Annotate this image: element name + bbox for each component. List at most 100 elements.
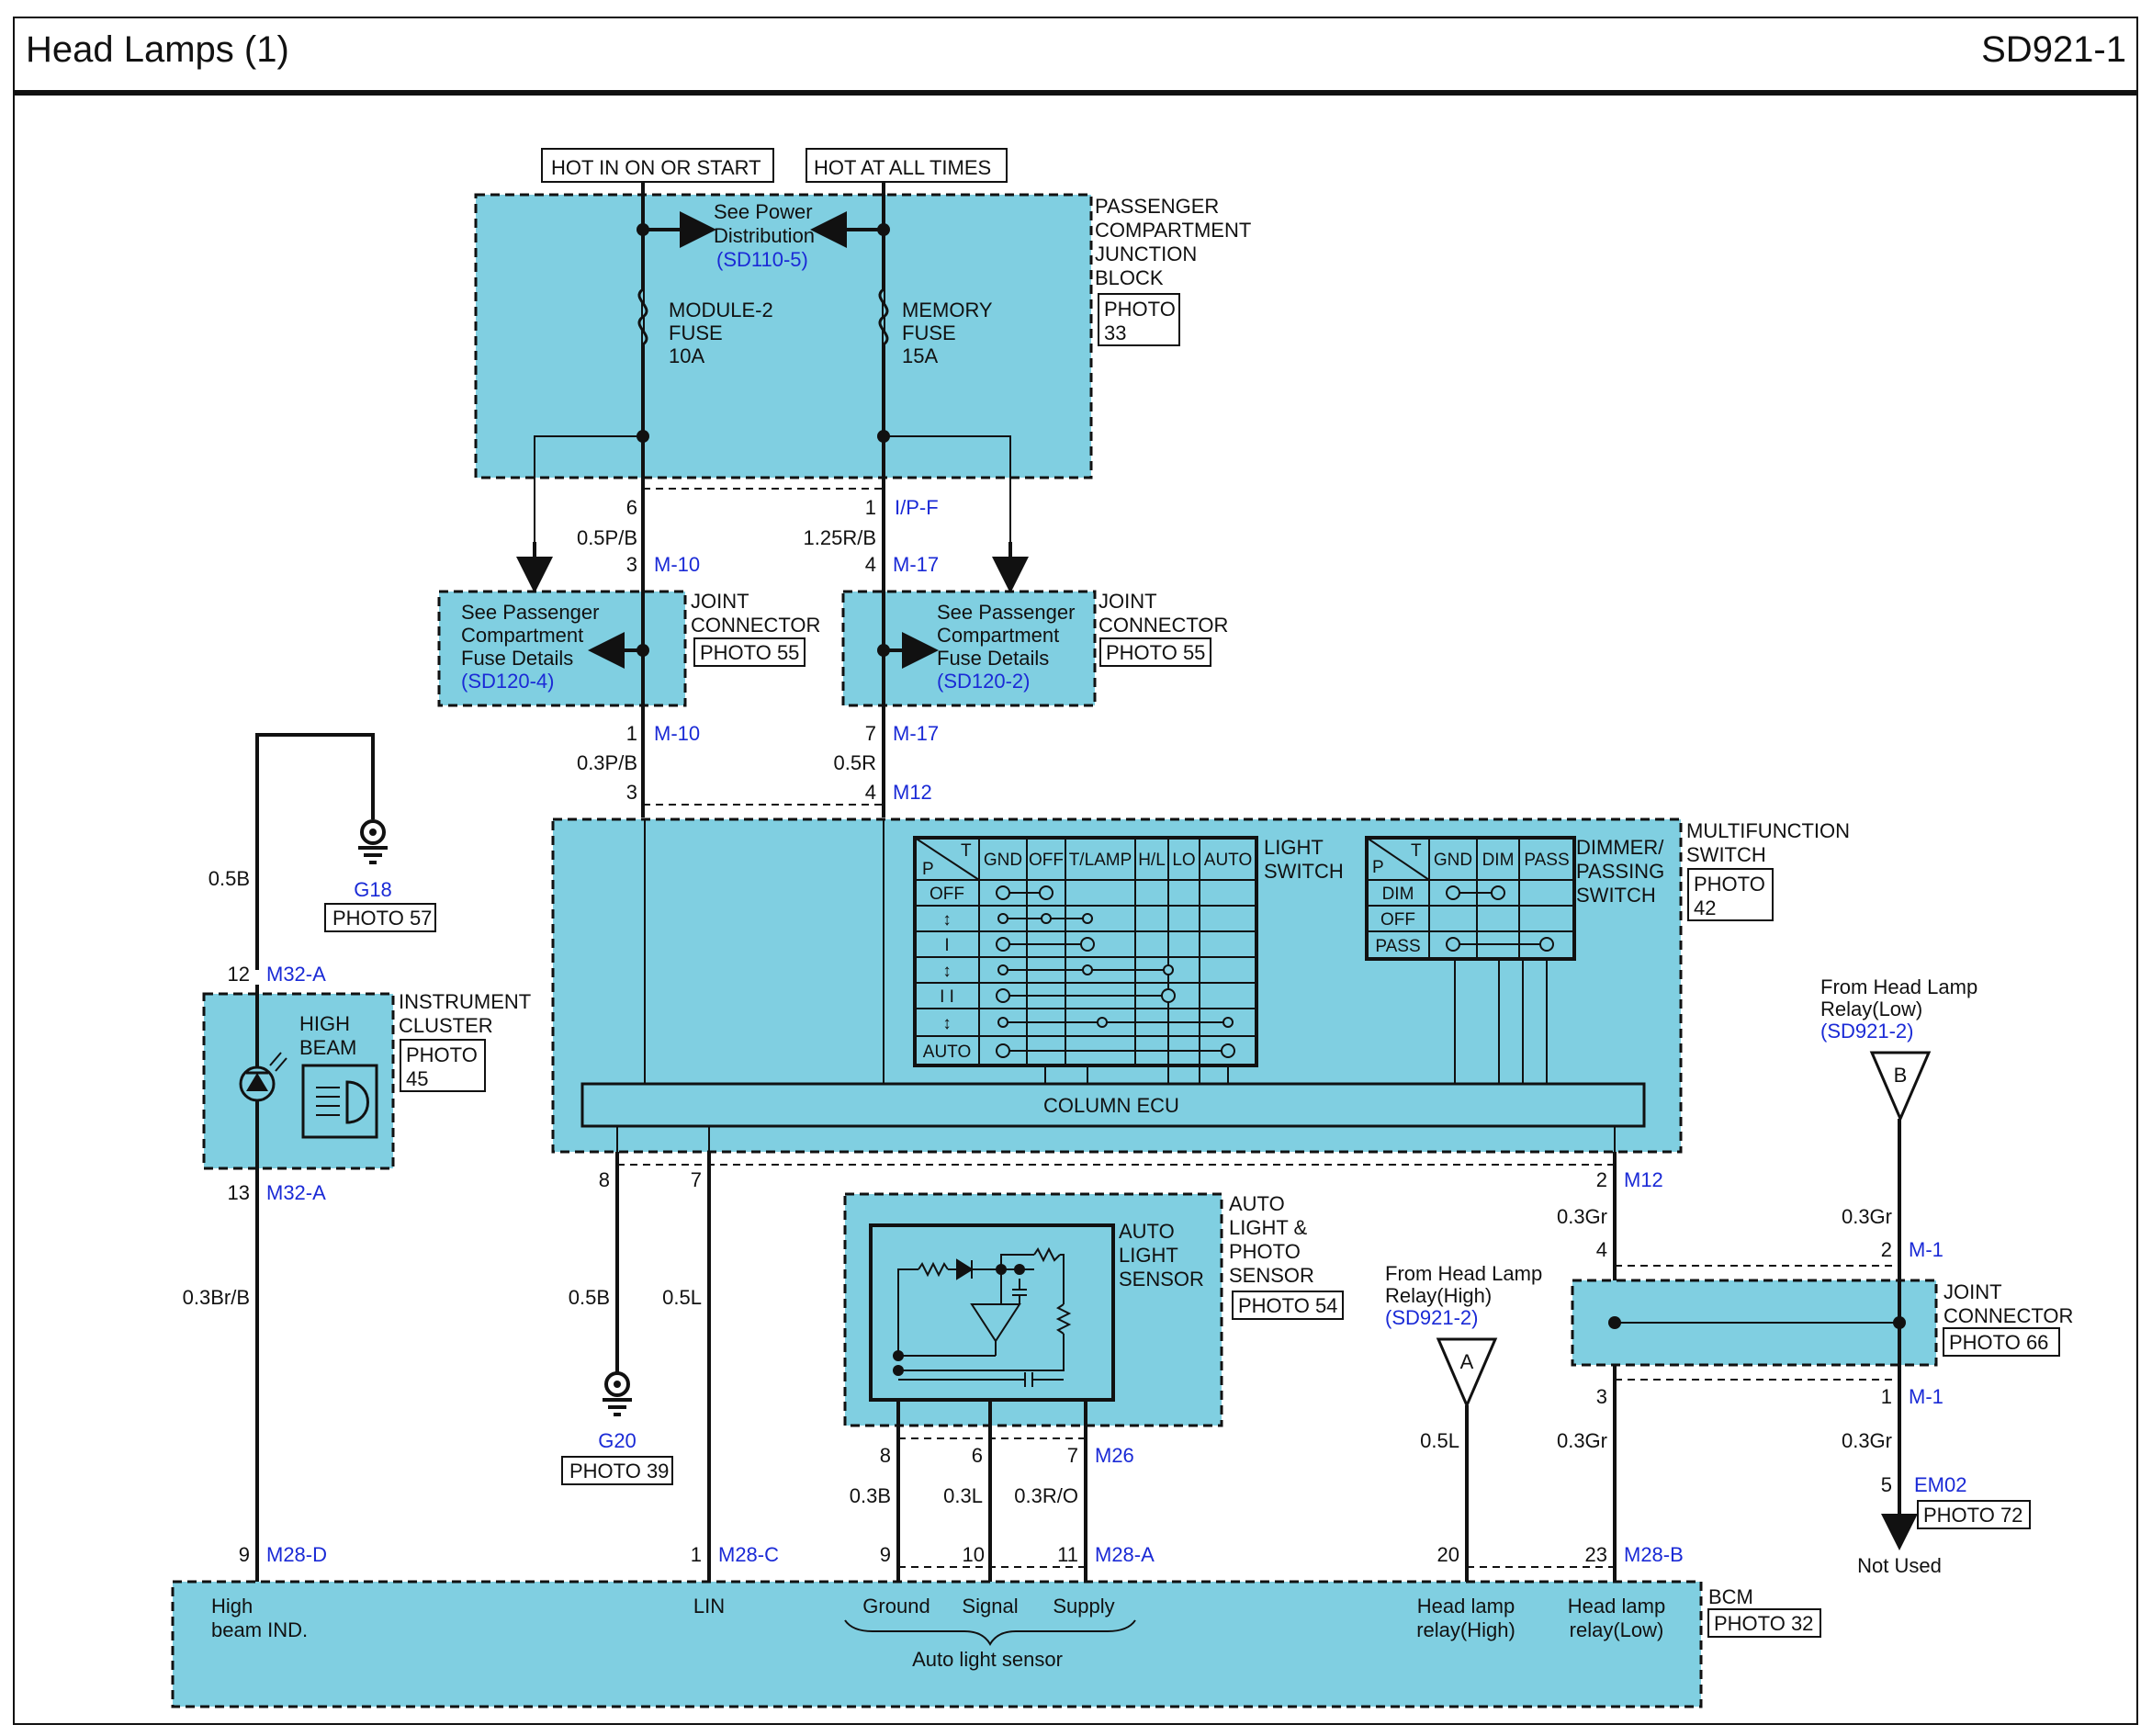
ground-g20-icon xyxy=(603,1371,632,1416)
relay-low-text-1: From Head Lamp xyxy=(1820,975,1977,998)
jc3-photo: PHOTO 66 xyxy=(1949,1331,2048,1354)
pin-jc1-top: 3 xyxy=(626,553,637,576)
wire-label-9: 0.3L xyxy=(943,1484,983,1507)
wire-label-2: 1.25R/B xyxy=(804,526,877,549)
jc2-see-3: Fuse Details xyxy=(937,647,1049,670)
light-switch-contacts xyxy=(996,885,1235,1058)
jc1-ref: (SD120-4) xyxy=(461,670,554,693)
dimmer-switch-table xyxy=(1365,836,1576,961)
column-ecu xyxy=(580,1082,1646,1128)
ds-name-2: PASSING xyxy=(1576,860,1664,883)
pin-bcm-9b: 9 xyxy=(880,1543,891,1566)
jb-photo-1: PHOTO xyxy=(1104,298,1176,321)
jc3-name-2: CONNECTOR xyxy=(1944,1304,2073,1327)
jc2-see-2: Compartment xyxy=(937,624,1059,647)
sensor-label-2: LIGHT xyxy=(1119,1244,1178,1267)
light-switch-table xyxy=(913,836,1258,1067)
marker-a-label: A xyxy=(1460,1350,1474,1373)
conn-bcm-23: M28-B xyxy=(1624,1543,1684,1566)
lamp-label-2: BEAM xyxy=(299,1036,356,1059)
bcm-high-beam-1: High xyxy=(211,1595,253,1618)
bcm-photo-box xyxy=(1707,1608,1821,1638)
fuse1-line3: 10A xyxy=(669,344,704,367)
jc1-photo: PHOTO 55 xyxy=(700,641,799,664)
page-code: SD921-1 xyxy=(1981,29,2126,70)
pin-mf-b1: 8 xyxy=(599,1168,610,1191)
sensor-label-1: AUTO xyxy=(1119,1220,1175,1243)
junction-dot xyxy=(1014,1264,1025,1275)
bcm-signal: Signal xyxy=(962,1595,1018,1618)
pin-jc3-3: 3 xyxy=(1596,1385,1607,1408)
al-name-3: PHOTO xyxy=(1229,1240,1301,1263)
junction-dot xyxy=(996,1264,1007,1275)
g20-label: G20 xyxy=(598,1429,637,1452)
ls-col-gnd: GND xyxy=(984,851,1022,870)
conn-jc2-top: M-17 xyxy=(893,553,939,576)
al-name-4: SENSOR xyxy=(1229,1264,1314,1287)
bcm-relay-low-1: Head lamp xyxy=(1568,1595,1665,1618)
g20-photo: PHOTO 39 xyxy=(569,1460,669,1482)
em02-photo-box xyxy=(1917,1500,2031,1529)
junction-dot xyxy=(893,1365,904,1376)
led-icon xyxy=(239,1052,287,1102)
jc2-see-1: See Passenger xyxy=(937,601,1075,624)
pin-jc3-1: 1 xyxy=(1881,1385,1892,1408)
conn-jc1-top: M-10 xyxy=(654,553,700,576)
pin-jc1-bot: 1 xyxy=(626,722,637,745)
conn-bcm-9: M28-D xyxy=(266,1543,327,1566)
g20-photo-box xyxy=(561,1456,673,1485)
wire-label-g18: 0.5B xyxy=(208,867,250,890)
ls-row-arrow3: ↕ xyxy=(942,1014,952,1033)
pin-bcm-9: 9 xyxy=(239,1543,250,1566)
sensor-label-3: SENSOR xyxy=(1119,1268,1204,1291)
bcm-relay-high-2: relay(High) xyxy=(1416,1618,1515,1641)
jc1-name-2: CONNECTOR xyxy=(691,614,820,637)
bcm-relay-high-1: Head lamp xyxy=(1417,1595,1515,1618)
wire-label-4: 0.5R xyxy=(834,751,876,774)
ls-t: T xyxy=(961,841,972,861)
relay-high-text-1: From Head Lamp xyxy=(1385,1262,1542,1285)
bcm-box xyxy=(171,1580,1703,1708)
relay-high-ref: (SD921-2) xyxy=(1385,1306,1478,1329)
ls-col-lo: LO xyxy=(1172,851,1195,870)
conn-ic-bot: M32-A xyxy=(266,1181,326,1204)
ls-row-ii: I I xyxy=(940,987,954,1007)
pin-als-7: 7 xyxy=(1067,1444,1078,1467)
hot-run-label: HOT IN ON OR START xyxy=(551,156,761,179)
auto-light-sensor-inner xyxy=(869,1223,1115,1402)
ds-col-gnd: GND xyxy=(1434,851,1472,870)
junction-dot xyxy=(893,1350,904,1361)
jc3-photo-box xyxy=(1943,1327,2060,1357)
relay-low-text-2: Relay(Low) xyxy=(1820,998,1922,1020)
wire-label-7: 0.3Gr xyxy=(1557,1205,1607,1228)
ic-photo-1: PHOTO xyxy=(406,1043,478,1066)
g18-photo-box xyxy=(324,903,436,932)
pin-bcm-10: 10 xyxy=(963,1543,985,1566)
bcm-relay-low-2: relay(Low) xyxy=(1570,1618,1664,1641)
al-name-2: LIGHT & xyxy=(1229,1216,1308,1239)
high-beam-icon xyxy=(301,1064,378,1139)
ic-name-2: CLUSTER xyxy=(399,1014,493,1037)
wire-branch-left xyxy=(534,435,643,574)
relay-low-ref: (SD921-2) xyxy=(1820,1020,1913,1043)
offpage-marker-b xyxy=(1869,1051,1932,1122)
see-power-line1: See Power xyxy=(714,200,813,223)
conn-mf-b3: M12 xyxy=(1624,1168,1663,1191)
jb-name-3: JUNCTION xyxy=(1095,242,1197,265)
jc1-see-1: See Passenger xyxy=(461,601,599,624)
bcm-lin: LIN xyxy=(693,1595,725,1618)
pin-jc3-2: 2 xyxy=(1881,1238,1892,1261)
wire-label-8: 0.3B xyxy=(850,1484,891,1507)
offpage-marker-a xyxy=(1436,1337,1498,1409)
g18-label: G18 xyxy=(354,878,392,901)
hot-run-label-box xyxy=(541,148,774,183)
conn-bcm-1: M28-C xyxy=(718,1543,779,1566)
jc1-see-2: Compartment xyxy=(461,624,583,647)
jb-name-4: BLOCK xyxy=(1095,266,1164,289)
wire-label-13: 0.3Gr xyxy=(1842,1205,1892,1228)
pin-mf-b2: 7 xyxy=(691,1168,702,1191)
bcm-supply: Supply xyxy=(1053,1595,1114,1618)
not-used-label: Not Used xyxy=(1857,1554,1942,1577)
jc2-name-1: JOINT xyxy=(1099,590,1157,613)
